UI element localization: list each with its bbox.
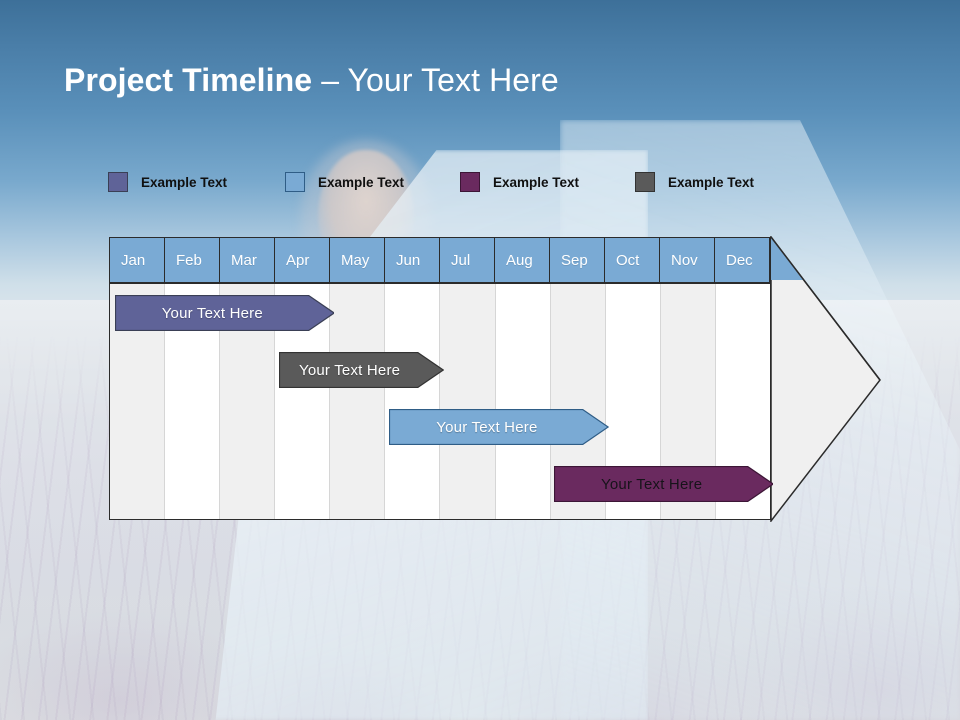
legend-item-label: Example Text (141, 174, 228, 190)
page-title-bold: Project Timeline (64, 62, 313, 98)
legend-item-label: Example Text (318, 174, 405, 190)
legend-swatch-icon (460, 172, 480, 192)
month-header-jul[interactable]: Jul (440, 238, 495, 282)
task-bar-1[interactable]: Your Text Here (114, 295, 335, 331)
legend-swatch-icon (635, 172, 655, 192)
legend-item-4[interactable]: Example Text (635, 168, 754, 196)
timeline-arrowhead (770, 236, 882, 522)
month-header-mar[interactable]: Mar (220, 238, 275, 282)
month-header-jan[interactable]: Jan (110, 238, 165, 282)
header-divider (110, 282, 770, 284)
month-header-jun[interactable]: Jun (385, 238, 440, 282)
task-bar-4[interactable]: Your Text Here (553, 466, 774, 502)
task-bar-shape (114, 295, 335, 331)
legend-item-label: Example Text (493, 174, 580, 190)
month-header-aug[interactable]: Aug (495, 238, 550, 282)
month-header-nov[interactable]: Nov (660, 238, 715, 282)
month-header-oct[interactable]: Oct (605, 238, 660, 282)
month-column-jan (110, 238, 166, 519)
page-title: Project Timeline – Your Text Here (64, 58, 559, 102)
month-header-feb[interactable]: Feb (165, 238, 220, 282)
month-header-sep[interactable]: Sep (550, 238, 605, 282)
month-column-aug (495, 238, 551, 519)
task-bar-2[interactable]: Your Text Here (279, 352, 444, 388)
legend-swatch-icon (285, 172, 305, 192)
task-bar-shape (553, 466, 774, 502)
month-column-jul (440, 238, 496, 519)
month-column-mar (220, 238, 276, 519)
legend-item-1[interactable]: Example Text (108, 168, 227, 196)
page-title-rest: – Your Text Here (312, 62, 559, 98)
month-header-dec[interactable]: Dec (715, 238, 770, 282)
legend-item-label: Example Text (668, 174, 755, 190)
month-header-may[interactable]: May (330, 238, 385, 282)
task-bar-shape (279, 352, 444, 388)
task-bar-shape (389, 409, 609, 445)
month-header-apr[interactable]: Apr (275, 238, 330, 282)
legend-item-3[interactable]: Example Text (460, 168, 579, 196)
legend-item-2[interactable]: Example Text (285, 168, 404, 196)
month-column-feb (165, 238, 221, 519)
task-bar-3[interactable]: Your Text Here (389, 409, 609, 445)
legend: Example Text Example Text Example Text Exam… (108, 168, 808, 196)
legend-swatch-icon (108, 172, 128, 192)
